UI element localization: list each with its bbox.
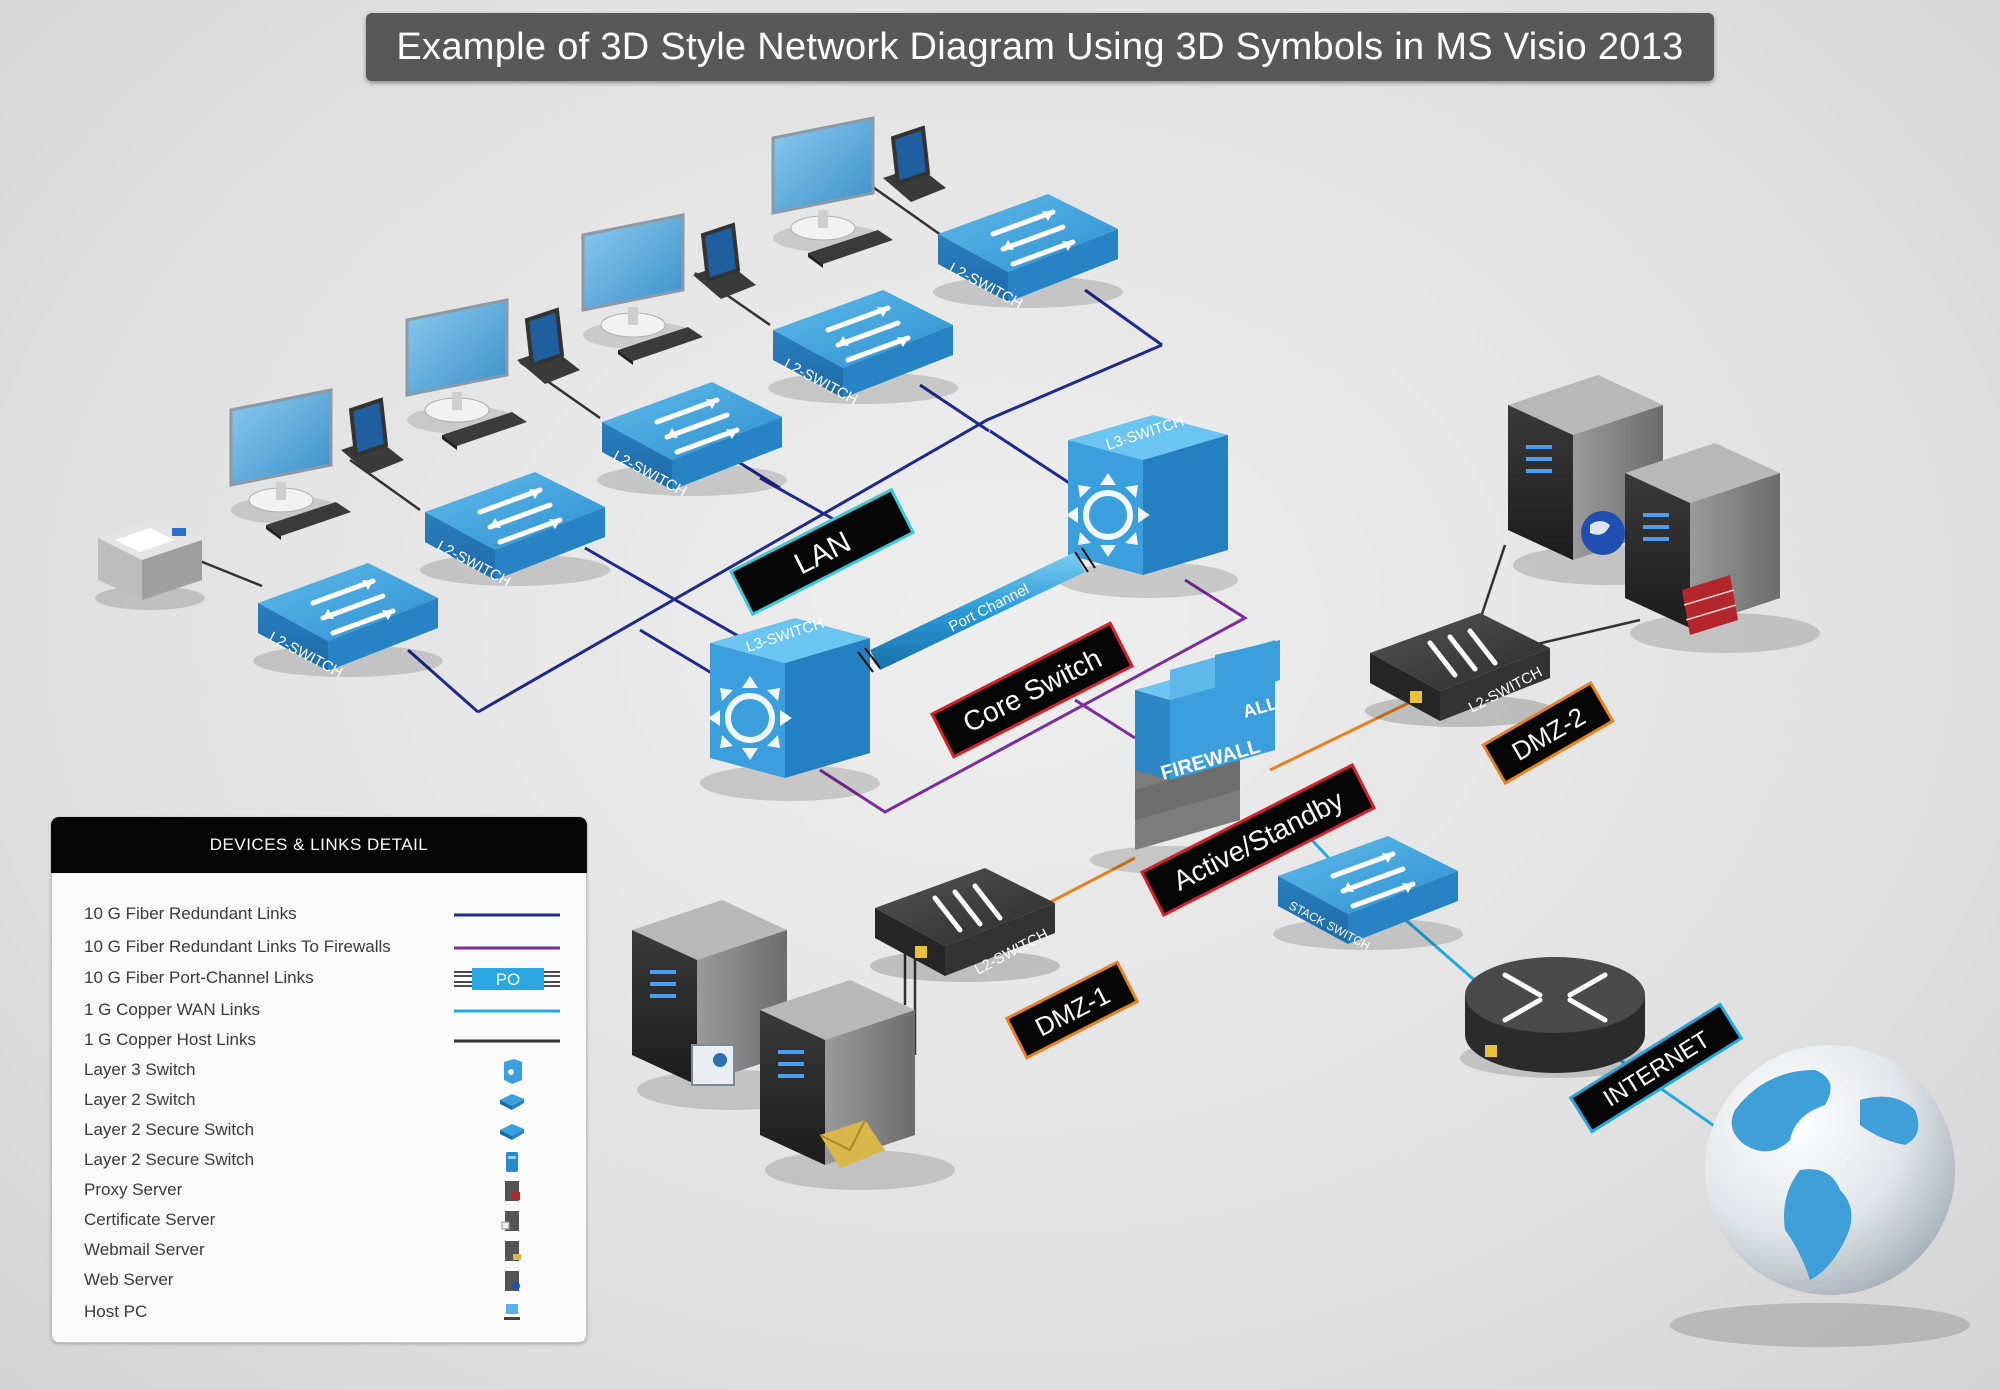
legend-item-label: Layer 2 Secure Switch — [84, 1150, 255, 1169]
certificate-server-legend-icon — [501, 1211, 519, 1231]
proxy-server-legend-icon — [505, 1181, 520, 1201]
webmail-server-legend-icon — [505, 1241, 521, 1261]
fiber-link-swatch — [454, 913, 560, 917]
lan-tag: LAN — [728, 487, 916, 617]
l2-switch-icon[interactable] — [420, 472, 610, 586]
legend-item: 1 G Copper WAN Links — [52, 996, 586, 1026]
legend-item-label: Web Server — [84, 1270, 174, 1289]
brick-wall-icon — [1682, 575, 1738, 635]
page-title: Example of 3D Style Network Diagram Usin… — [396, 25, 1684, 68]
legend-item-label: 10 G Fiber Port-Channel Links — [84, 968, 314, 987]
legend-item: 10 G Fiber Redundant Links — [52, 900, 586, 930]
l2-switch-icon[interactable] — [768, 290, 958, 404]
mail-envelope-icon — [819, 1119, 885, 1168]
host-pc-icon[interactable] — [405, 298, 582, 452]
l2-switch-icon[interactable] — [253, 563, 443, 677]
firewall-link-swatch — [454, 946, 560, 950]
router-icon[interactable] — [1460, 957, 1650, 1078]
host-pc-legend-icon — [504, 1304, 520, 1320]
legend-panel: DEVICES & LINKS DETAIL 10 G Fiber Redund… — [51, 817, 587, 1343]
host-link-swatch — [454, 1039, 560, 1043]
legend-item: Certificate Server — [52, 1206, 586, 1236]
host-pc-icon[interactable] — [581, 213, 758, 367]
legend-item: Layer 2 Secure Switch — [52, 1146, 586, 1176]
dmz2-tag: DMZ-2 — [1481, 680, 1615, 786]
legend-item: 10 G Fiber Port-Channel Links PO — [52, 964, 586, 994]
legend-header: DEVICES & LINKS DETAIL — [51, 817, 587, 873]
web-server-legend-icon — [505, 1271, 520, 1291]
l3-switch-icon[interactable] — [1058, 415, 1238, 598]
legend-title: DEVICES & LINKS DETAIL — [209, 835, 429, 854]
host-pc-icon[interactable] — [229, 388, 406, 542]
legend-item-label: Host PC — [84, 1302, 148, 1321]
l2-switch-icon[interactable] — [597, 382, 787, 496]
legend-item: 1 G Copper Host Links — [52, 1026, 586, 1056]
port-channel-swatch: PO — [454, 968, 560, 990]
legend-item: Web Server — [52, 1266, 586, 1296]
legend-item-label: 1 G Copper Host Links — [84, 1030, 256, 1049]
host-pc-icon[interactable] — [771, 116, 948, 270]
certificate-icon — [691, 1044, 735, 1086]
legend-item-label: Certificate Server — [84, 1210, 216, 1229]
core-switch-tag: Core Switch — [929, 621, 1135, 759]
legend-item-label: Layer 2 Switch — [84, 1090, 196, 1109]
legend-item: Layer 3 Switch — [52, 1056, 586, 1086]
legend-item: Webmail Server — [52, 1236, 586, 1266]
legend-item-label: 1 G Copper WAN Links — [84, 1000, 261, 1019]
internet-globe-icon — [1670, 1045, 1970, 1347]
legend-item: Proxy Server — [52, 1176, 586, 1206]
stack-switch-icon[interactable] — [1273, 836, 1463, 950]
layer3-switch-icon — [504, 1059, 522, 1084]
legend-item-label: Proxy Server — [84, 1180, 183, 1199]
title-bar: Example of 3D Style Network Diagram Usin… — [366, 13, 1714, 81]
legend-item-label: 10 G Fiber Redundant Links To Firewalls — [84, 937, 391, 956]
l3-switch-icon[interactable] — [700, 618, 880, 801]
legend-item-label: Layer 3 Switch — [84, 1060, 196, 1079]
legend-item-label: Layer 2 Secure Switch — [84, 1120, 255, 1139]
legend-item: Layer 2 Switch — [52, 1086, 586, 1116]
layer2-switch-icon — [500, 1094, 524, 1110]
dmz1-l2-switch-icon[interactable] — [870, 868, 1060, 982]
printer-icon[interactable] — [95, 518, 205, 610]
legend-item: Layer 2 Secure Switch — [52, 1116, 586, 1146]
po-badge-label: PO — [496, 970, 521, 989]
legend-item: 10 G Fiber Redundant Links To Firewalls — [52, 933, 586, 963]
layer2-secure-switch-icon — [500, 1124, 524, 1140]
wan-link-swatch — [454, 1009, 560, 1013]
stack-switch-legend-icon — [506, 1152, 518, 1172]
web-globe-icon — [1581, 511, 1625, 555]
legend-item-label: 10 G Fiber Redundant Links — [84, 904, 297, 923]
l2-switch-icon[interactable] — [933, 194, 1123, 308]
legend-item: Host PC — [52, 1298, 586, 1328]
legend-item-label: Webmail Server — [84, 1240, 205, 1259]
